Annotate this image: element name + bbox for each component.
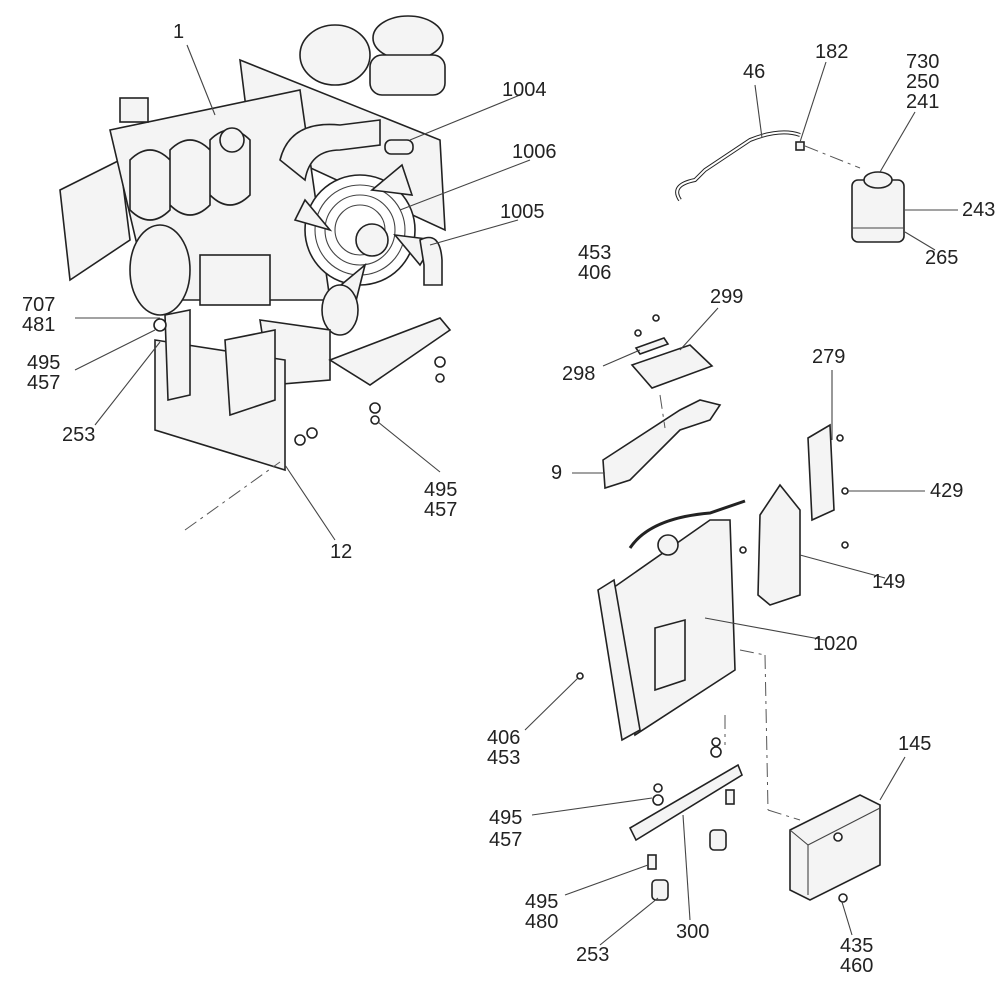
callout-279: 279 [812, 346, 846, 368]
washer [710, 746, 722, 758]
callout-9: 9 [551, 462, 563, 484]
coolant-overflow-tank [851, 179, 905, 243]
nut [370, 415, 380, 425]
fan-hub [355, 223, 389, 257]
radiator-support-bracket [807, 423, 835, 522]
callout-457: 457 [424, 499, 458, 521]
leader-lines [74, 44, 958, 946]
coolant-hose [419, 236, 443, 286]
flywheel-housing [129, 224, 191, 316]
callout-453: 453 [578, 242, 612, 264]
mount-bolt [153, 318, 167, 332]
bolt [838, 893, 848, 903]
radiator-mount-rail [628, 763, 743, 842]
callout-253: 253 [576, 944, 610, 966]
callout-1: 1 [173, 21, 185, 43]
insulation-pad [630, 344, 714, 389]
callout-453: 453 [487, 747, 521, 769]
callout-298: 298 [562, 363, 596, 385]
callout-495: 495 [27, 352, 61, 374]
washer [652, 794, 664, 806]
callout-481: 481 [22, 314, 56, 336]
callout-300: 300 [676, 921, 710, 943]
screw [652, 314, 660, 322]
overflow-hose [675, 130, 801, 202]
turbo-housing [299, 24, 371, 86]
callout-253: 253 [62, 424, 96, 446]
screw [634, 329, 642, 337]
engine-side-shield [59, 158, 131, 282]
callout-480: 480 [525, 911, 559, 933]
radiator-hose [628, 499, 746, 549]
callout-182: 182 [815, 41, 849, 63]
nut [435, 373, 445, 383]
callout-429: 429 [930, 480, 964, 502]
radiator-side-tank [597, 578, 641, 742]
intake-pipe [279, 119, 381, 182]
front-mount-bracket-left [164, 309, 191, 401]
retaining-strip [634, 337, 670, 355]
callout-1005: 1005 [500, 201, 545, 223]
upper-hose [384, 139, 414, 155]
bolt [725, 789, 735, 805]
oil-filler-cap [219, 127, 245, 153]
callout-406: 406 [487, 727, 521, 749]
callout-495: 495 [424, 479, 458, 501]
rubber-isolator [651, 879, 669, 901]
bolt [841, 541, 849, 549]
oil-cooler [789, 794, 881, 901]
callout-250: 250 [906, 71, 940, 93]
starter-motor [199, 254, 271, 306]
radiator-cap [657, 534, 679, 556]
screw [576, 672, 584, 680]
callout-1006: 1006 [512, 141, 557, 163]
bolt [739, 546, 747, 554]
relay-box [119, 97, 149, 123]
callout-1004: 1004 [502, 79, 547, 101]
bolt [841, 487, 849, 495]
callout-243: 243 [962, 199, 996, 221]
callout-460: 460 [840, 955, 874, 977]
callout-435: 435 [840, 935, 874, 957]
centerline [184, 461, 281, 531]
callout-46: 46 [743, 61, 766, 83]
callout-1020: 1020 [813, 633, 858, 655]
callout-241: 241 [906, 91, 940, 113]
callout-145: 145 [898, 733, 932, 755]
heat-shield-bracket [602, 399, 722, 490]
callout-12: 12 [330, 541, 353, 563]
callout-406: 406 [578, 262, 612, 284]
nut [711, 737, 721, 747]
callout-265: 265 [925, 247, 959, 269]
callout-495: 495 [525, 891, 559, 913]
nut [306, 427, 318, 439]
hose-clamp [795, 141, 805, 151]
engine-assembly [59, 15, 452, 472]
washer [294, 434, 306, 446]
callout-730: 730 [906, 51, 940, 73]
bolt [836, 434, 844, 442]
tank-cap [863, 171, 893, 189]
callout-495: 495 [489, 807, 523, 829]
washer [369, 402, 381, 414]
bolt [647, 854, 657, 870]
rubber-isolator [709, 829, 727, 851]
air-filter-cap [372, 15, 444, 61]
callout-457: 457 [489, 829, 523, 851]
callout-457: 457 [27, 372, 61, 394]
front-mount-bracket-right [224, 329, 276, 417]
nut [653, 783, 663, 793]
crank-pulley [321, 284, 359, 336]
callout-299: 299 [710, 286, 744, 308]
washer [434, 356, 446, 368]
bolt [833, 832, 843, 842]
rear-mount-bracket [328, 317, 452, 386]
radiator-bracket [654, 618, 686, 692]
callout-707: 707 [22, 294, 56, 316]
callout-149: 149 [872, 571, 906, 593]
radiator-shroud-plate [757, 483, 801, 606]
